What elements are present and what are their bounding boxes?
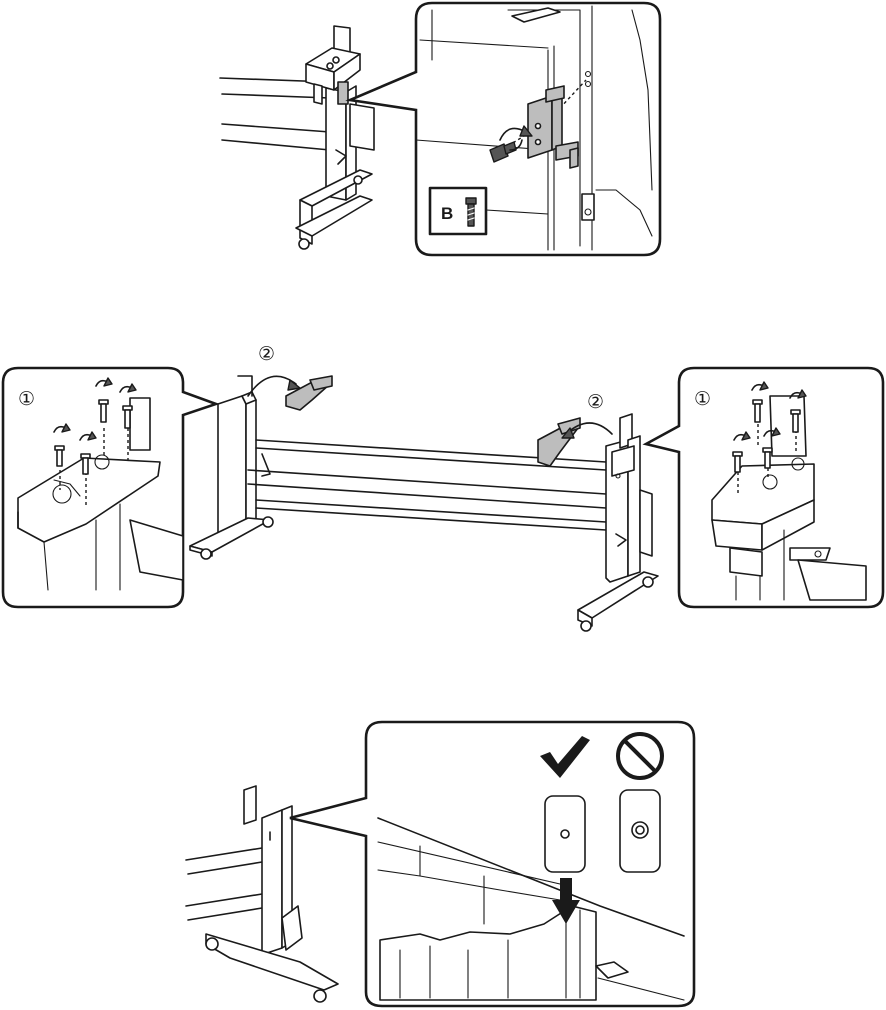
step3-panel — [0, 710, 886, 1010]
stand-leg-icon — [220, 26, 374, 249]
right-step-marker: ① — [694, 388, 711, 410]
step2-panel: ① — [0, 330, 886, 640]
washer-correct-icon — [545, 796, 585, 872]
center-right-step-marker: ② — [587, 391, 604, 413]
step1-panel: B — [0, 0, 886, 270]
left-step-marker: ① — [18, 388, 35, 410]
washer-incorrect-icon — [620, 790, 660, 872]
screw-label-b: B — [441, 204, 453, 223]
screw-icon — [466, 198, 476, 226]
stand-icon — [190, 376, 658, 631]
center-left-step-marker: ② — [258, 343, 275, 365]
